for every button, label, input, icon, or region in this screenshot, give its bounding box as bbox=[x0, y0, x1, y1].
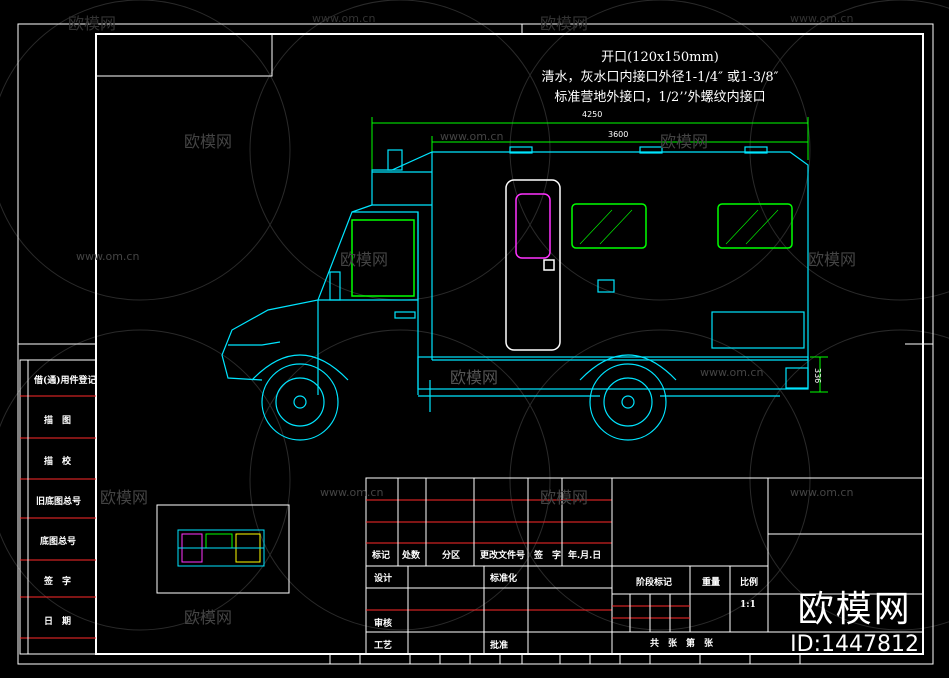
tb-change-doc: 更改文件号 bbox=[480, 551, 526, 561]
entry-door bbox=[505, 179, 561, 351]
watermark-brand: 欧模网 bbox=[100, 488, 149, 507]
watermark-url: www.om.cn bbox=[790, 12, 854, 25]
watermark-url: www.om.cn bbox=[76, 250, 140, 263]
watermark-url: www.om.cn bbox=[790, 486, 854, 499]
inset-floor-plan bbox=[156, 504, 290, 594]
watermark-brand: 欧模网 bbox=[340, 250, 389, 269]
watermark-brand: 欧模网 bbox=[540, 14, 589, 33]
watermark-brand: 欧模网 bbox=[660, 132, 709, 151]
watermark-url: www.om.cn bbox=[312, 12, 376, 25]
watermark-brand: 欧模网 bbox=[68, 14, 117, 33]
left-strip-label: 描 校 bbox=[44, 457, 72, 467]
brand-badge: 欧模网 ID:1447812 bbox=[790, 580, 919, 657]
note-opening-size: 开口(120x150mm) bbox=[601, 50, 719, 65]
dimension-lines bbox=[371, 117, 828, 393]
tb-scale-value: 1:1 bbox=[740, 600, 756, 610]
left-strip-label: 借(通)用件登记 bbox=[34, 376, 97, 386]
left-strip-label: 底图总号 bbox=[40, 537, 77, 547]
windows bbox=[351, 203, 793, 297]
watermark-brand: 欧模网 bbox=[540, 488, 589, 507]
left-strip-label: 签 字 bbox=[44, 577, 72, 587]
tb-stage-mark: 阶段标记 bbox=[636, 578, 673, 588]
watermark-url: www.om.cn bbox=[700, 366, 764, 379]
brand-badge-name: 欧模网 bbox=[797, 589, 912, 630]
tb-count: 处数 bbox=[402, 551, 421, 561]
left-strip-label: 描 图 bbox=[44, 416, 72, 426]
tb-sheets: 共 张 第 张 bbox=[650, 639, 714, 649]
left-strip-label: 日 期 bbox=[44, 617, 72, 627]
note-camp-connection: 标准营地外接口，1/2’’外螺纹内接口 bbox=[554, 90, 766, 105]
watermark-circles bbox=[0, 0, 949, 631]
tb-review: 审核 bbox=[374, 619, 393, 629]
tb-date: 年.月.日 bbox=[568, 551, 602, 561]
note-water-ports: 清水，灰水口内接口外径1-1/4″ 或1-3/8″ bbox=[541, 70, 779, 85]
dim-overall-length: 4250 bbox=[582, 110, 603, 119]
watermark-brand: 欧模网 bbox=[184, 132, 233, 151]
vehicle-outline bbox=[221, 146, 809, 412]
tb-design: 设计 bbox=[374, 574, 393, 584]
wheels bbox=[251, 354, 677, 441]
tb-approve: 批准 bbox=[490, 641, 509, 651]
watermark-brand: 欧模网 bbox=[184, 608, 233, 627]
sheet-frame bbox=[17, 23, 934, 665]
tb-standardize: 标准化 bbox=[490, 574, 518, 584]
left-strip-label: 旧底图总号 bbox=[36, 497, 82, 507]
tb-scale: 比例 bbox=[740, 578, 759, 588]
watermark-url: www.om.cn bbox=[320, 486, 384, 499]
dim-body-length: 3600 bbox=[608, 130, 629, 139]
dim-rear-height: 336 bbox=[813, 368, 822, 384]
tb-mark: 标记 bbox=[372, 551, 391, 561]
watermark-brand: 欧模网 bbox=[450, 368, 499, 387]
tb-sign: 签 字 bbox=[534, 551, 562, 561]
watermark-url: www.om.cn bbox=[440, 130, 504, 143]
title-block-grid bbox=[365, 477, 924, 655]
watermark-brand: 欧模网 bbox=[808, 250, 857, 269]
window-hatching bbox=[579, 209, 779, 245]
left-strip-grid bbox=[19, 359, 97, 655]
tb-weight: 重量 bbox=[702, 578, 721, 588]
bottom-ruler bbox=[329, 654, 801, 664]
tb-process: 工艺 bbox=[374, 641, 393, 651]
tb-zone: 分区 bbox=[442, 551, 461, 561]
brand-badge-id: ID:1447812 bbox=[790, 632, 919, 657]
